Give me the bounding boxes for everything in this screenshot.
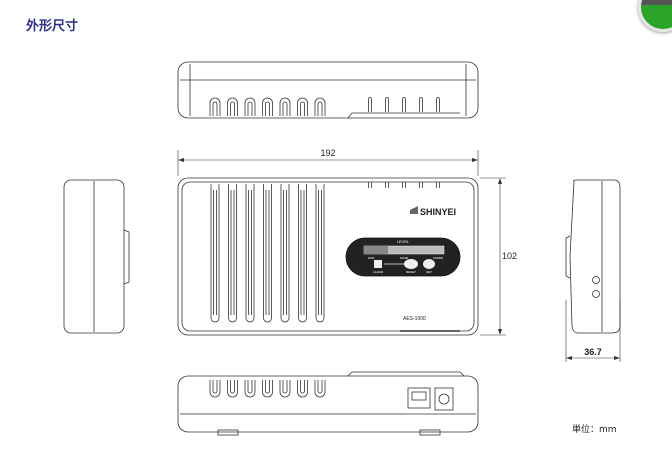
vent-slot bbox=[279, 97, 291, 116]
vent-slot bbox=[227, 97, 238, 116]
alarm-label: ALARM bbox=[373, 270, 384, 274]
scale-label: 1000 bbox=[368, 256, 375, 260]
set-label: SET bbox=[426, 270, 432, 274]
indicator-slot bbox=[402, 97, 406, 112]
level-label: LEVEL bbox=[397, 239, 410, 244]
vent-slot bbox=[315, 184, 325, 323]
vent-slot bbox=[279, 380, 291, 398]
indicator-slot bbox=[385, 182, 389, 188]
vent-slot bbox=[244, 380, 256, 398]
indicator-slot bbox=[368, 182, 372, 188]
vent-slot bbox=[280, 184, 290, 323]
scale-label: 100000 bbox=[433, 256, 443, 260]
indicator-slot bbox=[402, 182, 406, 188]
indicator-slot bbox=[436, 97, 440, 112]
vent-slot bbox=[245, 184, 255, 323]
front-view bbox=[177, 177, 479, 336]
depth-dimension: 36.7 bbox=[584, 347, 602, 357]
vent-slot bbox=[209, 380, 221, 398]
indicator-slot bbox=[436, 182, 440, 188]
right-side-view bbox=[565, 179, 621, 334]
vent-slot bbox=[263, 184, 272, 323]
unit-label: 単位：mm bbox=[572, 425, 617, 435]
indicator-slot bbox=[419, 97, 423, 112]
dimension-lines bbox=[177, 150, 621, 362]
page-title: 外形尺寸 bbox=[26, 19, 79, 34]
vent-slot bbox=[210, 184, 220, 323]
vent-slot bbox=[244, 97, 256, 116]
height-dimension: 102 bbox=[502, 251, 517, 261]
vent-slot bbox=[227, 380, 238, 398]
width-dimension: 192 bbox=[320, 148, 335, 158]
vent-slot bbox=[228, 184, 237, 323]
brand-logo: SHINYEI bbox=[420, 207, 456, 217]
vent-slot bbox=[314, 380, 326, 398]
vent-slot bbox=[297, 97, 308, 116]
indicator-slot bbox=[368, 97, 372, 112]
model-label: AES-1000 bbox=[403, 316, 426, 322]
reset-label: RESET bbox=[406, 270, 416, 274]
left-side-view bbox=[63, 179, 130, 334]
vent-slot bbox=[297, 380, 308, 398]
vent-slot bbox=[314, 97, 326, 116]
top-view bbox=[177, 61, 479, 119]
vent-slot bbox=[262, 380, 273, 398]
indicator-slot bbox=[385, 97, 389, 112]
bottom-view bbox=[177, 371, 479, 436]
vent-slot bbox=[209, 97, 221, 116]
indicator-slot bbox=[419, 182, 423, 188]
vent-slot bbox=[298, 184, 307, 323]
scale-label: 10000 bbox=[400, 256, 409, 260]
vent-slot bbox=[262, 97, 273, 116]
